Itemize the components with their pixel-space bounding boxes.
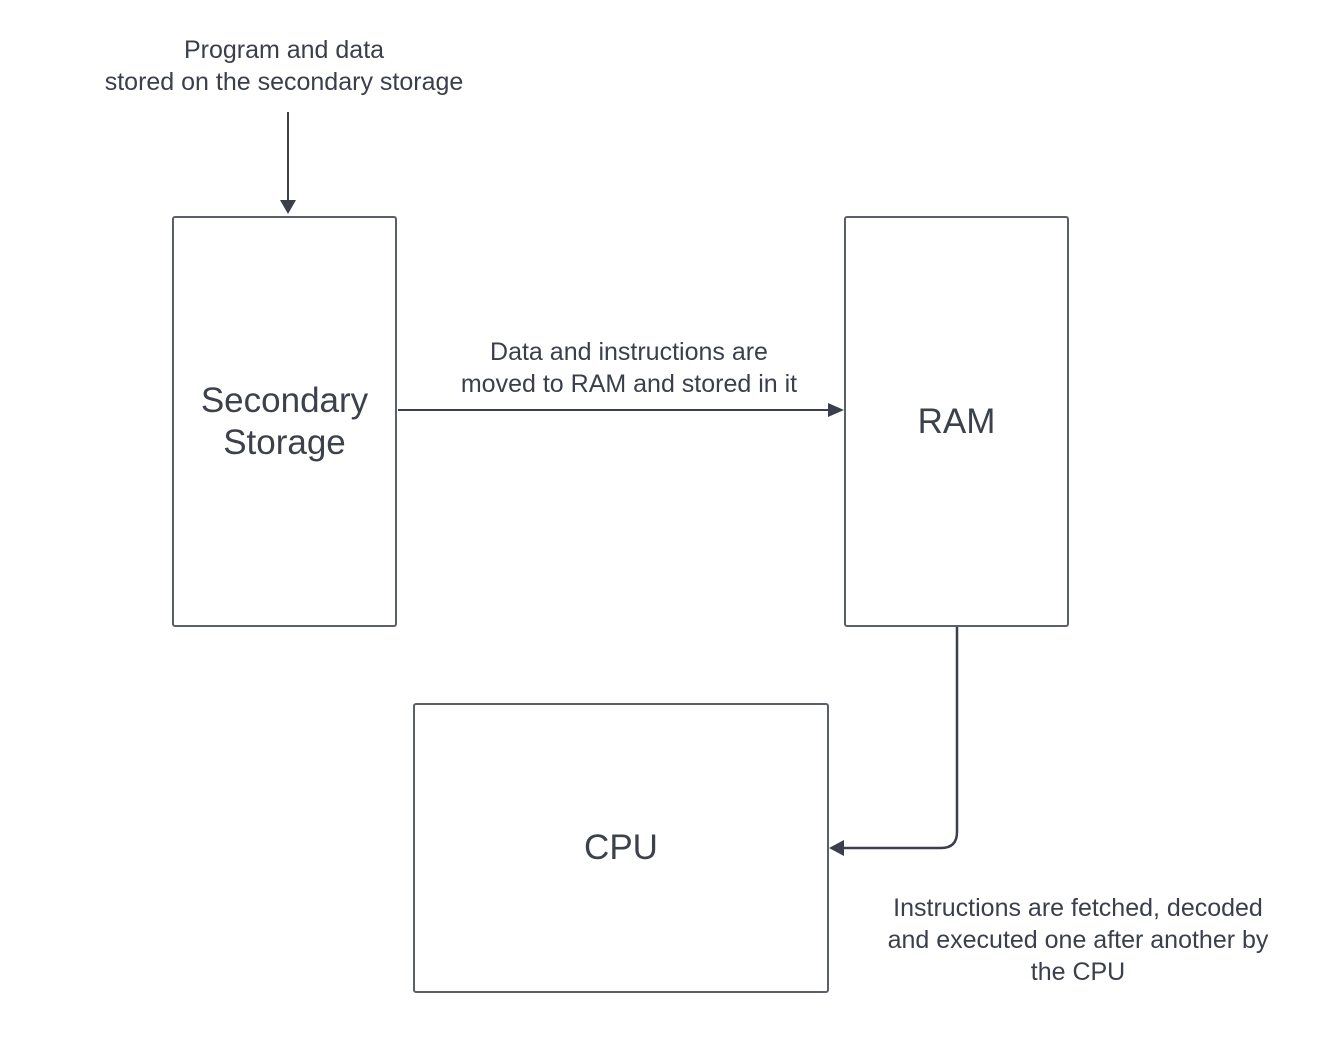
annotation-input-line-2: stored on the secondary storage: [104, 68, 464, 96]
node-secondary-storage-label-line-2: Storage: [223, 422, 346, 462]
arrowhead-down-icon: [280, 200, 296, 214]
node-ram-label: RAM: [917, 401, 996, 441]
annotation-ram-to-cpu: Instructions are fetched, decoded and ex…: [858, 892, 1298, 988]
annotation-ram-to-cpu-line-1: Instructions are fetched, decoded: [893, 894, 1263, 922]
annotation-input-line-1: Program and data: [183, 36, 385, 64]
annotation-storage-to-ram: Data and instructions are moved to RAM a…: [419, 336, 839, 400]
node-secondary-storage[interactable]: Secondary Storage: [172, 216, 397, 627]
arrowhead-left-icon: [829, 840, 844, 856]
node-secondary-storage-label: Secondary Storage: [201, 380, 368, 464]
node-ram[interactable]: RAM: [844, 216, 1069, 627]
edge-ram-to-cpu: [842, 627, 959, 850]
annotation-ram-to-cpu-line-2: and executed one after another by: [887, 926, 1269, 954]
arrowhead-right-icon: [828, 403, 844, 417]
node-secondary-storage-label-line-1: Secondary: [200, 380, 369, 420]
node-cpu[interactable]: CPU: [413, 703, 829, 993]
annotation-storage-to-ram-line-2: moved to RAM and stored in it: [460, 370, 798, 398]
annotation-ram-to-cpu-line-3: the CPU: [1030, 958, 1126, 986]
annotation-input: Program and data stored on the secondary…: [74, 34, 494, 98]
annotation-storage-to-ram-line-1: Data and instructions are: [490, 338, 768, 366]
node-cpu-label: CPU: [584, 828, 658, 867]
